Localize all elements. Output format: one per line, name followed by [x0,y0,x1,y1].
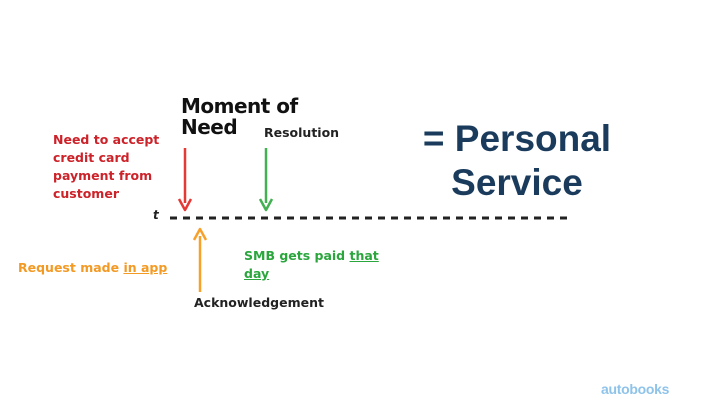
acknowledgement-label: Acknowledgement [194,295,324,310]
smb-paid-description: SMB gets paid that day [244,247,384,283]
request-description: Request made in app [18,260,167,275]
need-description: Need to accept credit card payment from … [53,132,160,201]
time-axis-label: t [153,208,159,222]
request-text-prefix: Request made [18,260,124,275]
smb-text-that-day: that day [244,248,379,281]
smb-text-prefix: SMB gets paid [244,248,350,263]
resolution-label: Resolution [264,125,340,140]
request-text-in-app: in app [123,260,168,275]
moment-of-need-title: Moment of Need [181,94,298,139]
acknowledgement-arrow [192,227,208,292]
autobooks-logo: autobooks [601,381,670,397]
need-arrow [177,148,193,212]
personal-service-headline: = Personal Service [422,118,612,203]
resolution-arrow [258,148,274,212]
